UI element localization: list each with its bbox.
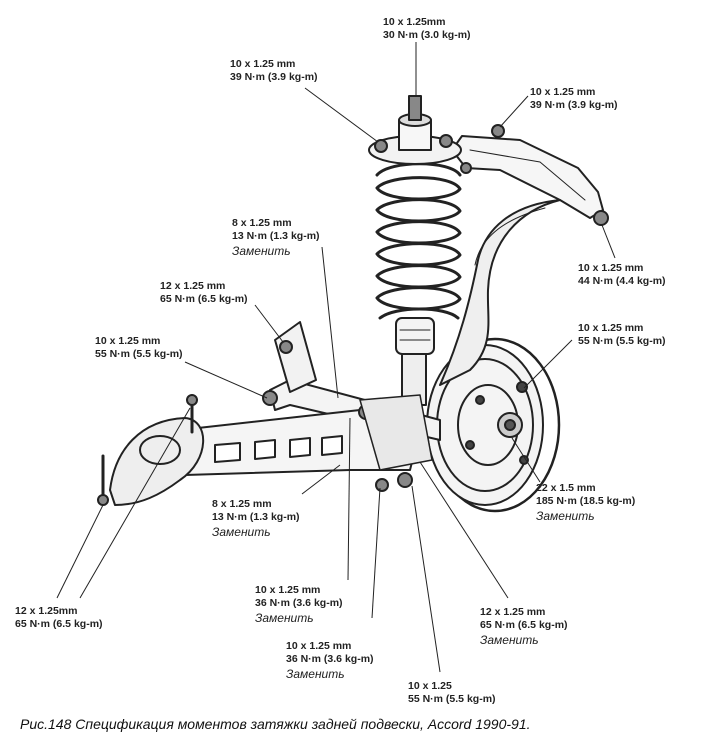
label-top-left: 10 x 1.25 mm 39 N·m (3.9 kg-m) <box>230 58 318 84</box>
leader-lines <box>56 42 616 673</box>
replace-note: Заменить <box>255 611 314 625</box>
torque-value: 185 N·m (18.5 kg-m) <box>536 495 636 507</box>
bolt-size: 10 x 1.25 <box>408 680 452 692</box>
label-lower-left: 10 x 1.25 mm 55 N·m (5.5 kg-m) <box>95 335 183 361</box>
label-knuckle-a: 10 x 1.25 mm 36 N·m (3.6 kg-m) Заменить <box>255 584 343 626</box>
label-trailing-arm: 12 x 1.25 mm 65 N·m (6.5 kg-m) <box>160 280 248 306</box>
top-nut-icon <box>408 95 422 121</box>
label-link-upper: 8 x 1.25 mm 13 N·m (1.3 kg-m) Заменить <box>232 217 320 259</box>
upper-mount <box>368 95 462 165</box>
coil-spring <box>375 162 462 320</box>
replace-note: Заменить <box>212 525 271 539</box>
torque-value: 13 N·m (1.3 kg-m) <box>232 230 320 242</box>
label-bottom: 10 x 1.25 55 N·m (5.5 kg-m) <box>408 680 496 706</box>
compensator-arm <box>274 321 317 393</box>
replace-note: Заменить <box>232 244 291 258</box>
torque-value: 36 N·m (3.6 kg-m) <box>255 597 343 609</box>
torque-value: 13 N·m (1.3 kg-m) <box>212 511 300 523</box>
torque-value: 30 N·m (3.0 kg-m) <box>383 29 471 41</box>
bolt-size: 12 x 1.25mm <box>15 605 78 617</box>
torque-value: 55 N·m (5.5 kg-m) <box>578 335 666 347</box>
bolt-size: 10 x 1.25 mm <box>286 640 352 652</box>
replace-note: Заменить <box>480 633 539 647</box>
bolt-size: 10 x 1.25 mm <box>530 86 596 98</box>
label-hub-right: 10 x 1.25 mm 55 N·m (5.5 kg-m) <box>578 322 666 348</box>
figure-caption: Рис.148 Спецификация моментов затяжки за… <box>20 716 531 732</box>
label-top-center: 10 x 1.25mm 30 N·m (3.0 kg-m) <box>383 16 471 42</box>
bolt-size: 8 x 1.25 mm <box>232 217 292 229</box>
bolt-size: 10 x 1.25 mm <box>255 584 321 596</box>
torque-value: 55 N·m (5.5 kg-m) <box>408 693 496 705</box>
label-ball-joint: 10 x 1.25 mm 44 N·m (4.4 kg-m) <box>578 262 666 288</box>
upper-control-arm <box>451 135 604 219</box>
torque-value: 65 N·m (6.5 kg-m) <box>15 618 103 630</box>
label-link-lower: 8 x 1.25 mm 13 N·m (1.3 kg-m) Заменить <box>212 498 300 540</box>
bolt-size: 10 x 1.25 mm <box>230 58 296 70</box>
knuckle <box>439 199 561 386</box>
label-bracket-bolts: 12 x 1.25mm 65 N·m (6.5 kg-m) <box>15 605 103 631</box>
ball-joint-icon <box>593 210 609 226</box>
bolt-size: 12 x 1.25 mm <box>480 606 546 618</box>
torque-value: 39 N·m (3.9 kg-m) <box>230 71 318 83</box>
bolt-size: 12 x 1.25 mm <box>160 280 226 292</box>
bolt-icon <box>491 124 505 138</box>
bolt-size: 10 x 1.25 mm <box>578 262 644 274</box>
bolt-size: 22 x 1.5 mm <box>536 482 596 494</box>
replace-note: Заменить <box>286 667 345 681</box>
torque-value: 65 N·m (6.5 kg-m) <box>160 293 248 305</box>
trailing-arm-bracket <box>97 394 205 506</box>
bolt-size: 10 x 1.25mm <box>383 16 446 28</box>
label-knuckle-c: 12 x 1.25 mm 65 N·m (6.5 kg-m) Заменить <box>480 606 568 648</box>
bolt-size: 8 x 1.25 mm <box>212 498 272 510</box>
torque-value: 44 N·m (4.4 kg-m) <box>578 275 666 287</box>
lower-control-arm <box>149 409 421 476</box>
label-top-right: 10 x 1.25 mm 39 N·m (3.9 kg-m) <box>530 86 618 112</box>
bolt-size: 10 x 1.25 mm <box>578 322 644 334</box>
shock-absorber <box>395 317 435 406</box>
torque-value: 39 N·m (3.9 kg-m) <box>530 99 618 111</box>
bolt-size: 10 x 1.25 mm <box>95 335 161 347</box>
label-knuckle-b: 10 x 1.25 mm 36 N·m (3.6 kg-m) Заменить <box>286 640 374 682</box>
replace-note: Заменить <box>536 509 595 523</box>
torque-value: 36 N·m (3.6 kg-m) <box>286 653 374 665</box>
torque-value: 65 N·m (6.5 kg-m) <box>480 619 568 631</box>
torque-value: 55 N·m (5.5 kg-m) <box>95 348 183 360</box>
label-spindle-nut: 22 x 1.5 mm 185 N·m (18.5 kg-m) Заменить <box>536 482 635 524</box>
brake-drum <box>426 337 561 513</box>
